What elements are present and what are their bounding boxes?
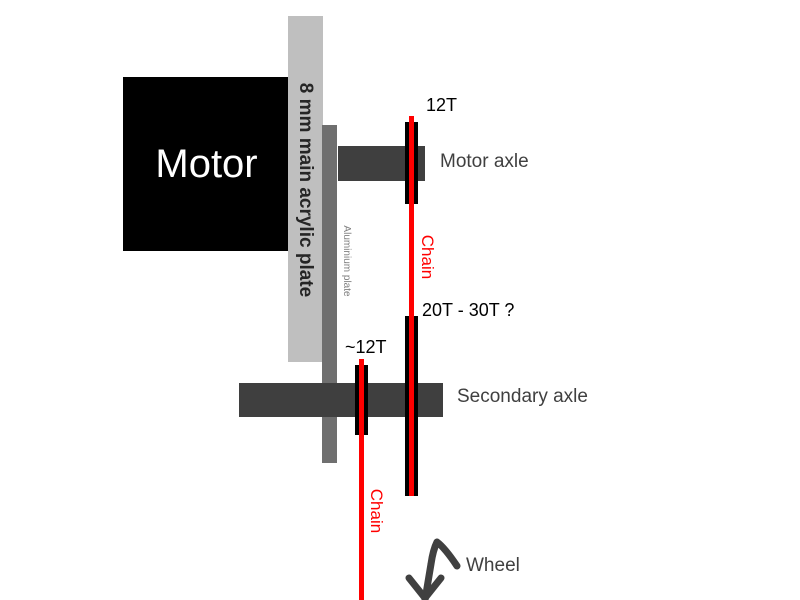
large-sprocket-label: 20T - 30T ? <box>422 300 515 320</box>
lower-chain <box>359 359 364 600</box>
acrylic-plate-label: 8 mm main acrylic plate <box>295 82 316 298</box>
motor-axle-label: Motor axle <box>440 151 529 172</box>
secondary-axle-label: Secondary axle <box>457 386 588 407</box>
motor-block <box>123 77 290 251</box>
aluminium-plate-label: Aluminium plate <box>341 225 352 297</box>
wheel-arrow-icon <box>405 538 461 600</box>
wheel-label: Wheel <box>466 555 520 576</box>
upper-chain-label: Chain <box>418 234 437 280</box>
aluminium-plate <box>322 125 337 463</box>
small-sprocket-label: ~12T <box>345 337 387 357</box>
motor-sprocket-label: 12T <box>426 95 458 115</box>
lower-chain-label: Chain <box>367 488 386 534</box>
motor-label: Motor <box>155 141 258 186</box>
acrylic-plate <box>288 16 323 362</box>
upper-chain <box>409 116 414 496</box>
